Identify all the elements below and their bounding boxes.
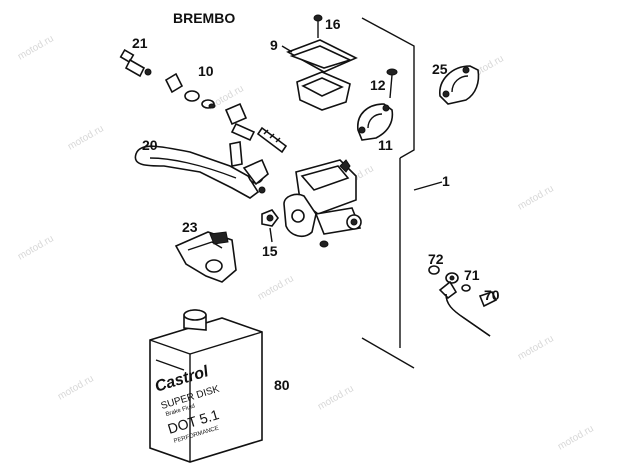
part-label-11: 11 (378, 137, 393, 153)
pivot-nut-part-15 (261, 209, 279, 227)
brake-lever-part-20 (134, 141, 269, 199)
reservoir-cover-part-9 (286, 39, 358, 111)
assembly-bracket (361, 17, 443, 369)
part-label-20: 20 (142, 137, 158, 153)
watermark: motod.ru (16, 33, 56, 62)
part-label-72: 72 (428, 251, 444, 267)
brake-fluid-can-part-80: Castrol SUPER DISK Brake Fluid DOT 5.1 P… (149, 309, 263, 463)
part-label-71: 71 (464, 267, 480, 283)
part-label-16: 16 (325, 16, 341, 32)
bracket-part-23 (174, 231, 237, 283)
watermark: motod.ru (556, 423, 596, 452)
part-label-21: 21 (132, 35, 148, 51)
watermark: motod.ru (316, 383, 356, 412)
watermark: motod.ru (66, 123, 106, 152)
part-label-80: 80 (274, 377, 290, 393)
screw-part-12 (386, 68, 398, 99)
part-label-9: 9 (270, 37, 278, 53)
watermark: motod.ru (516, 333, 556, 362)
watermark: motod.ru (516, 183, 556, 212)
piston-kit-part-10 (164, 72, 288, 154)
part-label-23: 23 (182, 219, 198, 235)
watermark: motod.ru (256, 273, 296, 302)
part-label-10: 10 (198, 63, 214, 79)
watermark: motod.ru (56, 373, 96, 402)
banjo-fitting-parts-70-72 (428, 265, 498, 337)
clamp-part-25 (439, 65, 480, 105)
bleed-screw-part-21 (119, 48, 152, 78)
part-label-12: 12 (370, 77, 386, 93)
screw-part-16 (313, 14, 323, 38)
part-label-70: 70 (484, 287, 500, 303)
part-label-15: 15 (262, 243, 278, 259)
clamp-part-11 (357, 103, 394, 141)
diagram-title: BREMBO (173, 10, 235, 26)
watermark: motod.ru (16, 233, 56, 262)
part-label-1: 1 (442, 173, 450, 189)
part-label-25: 25 (432, 61, 448, 77)
master-cylinder-part-1 (283, 159, 362, 248)
